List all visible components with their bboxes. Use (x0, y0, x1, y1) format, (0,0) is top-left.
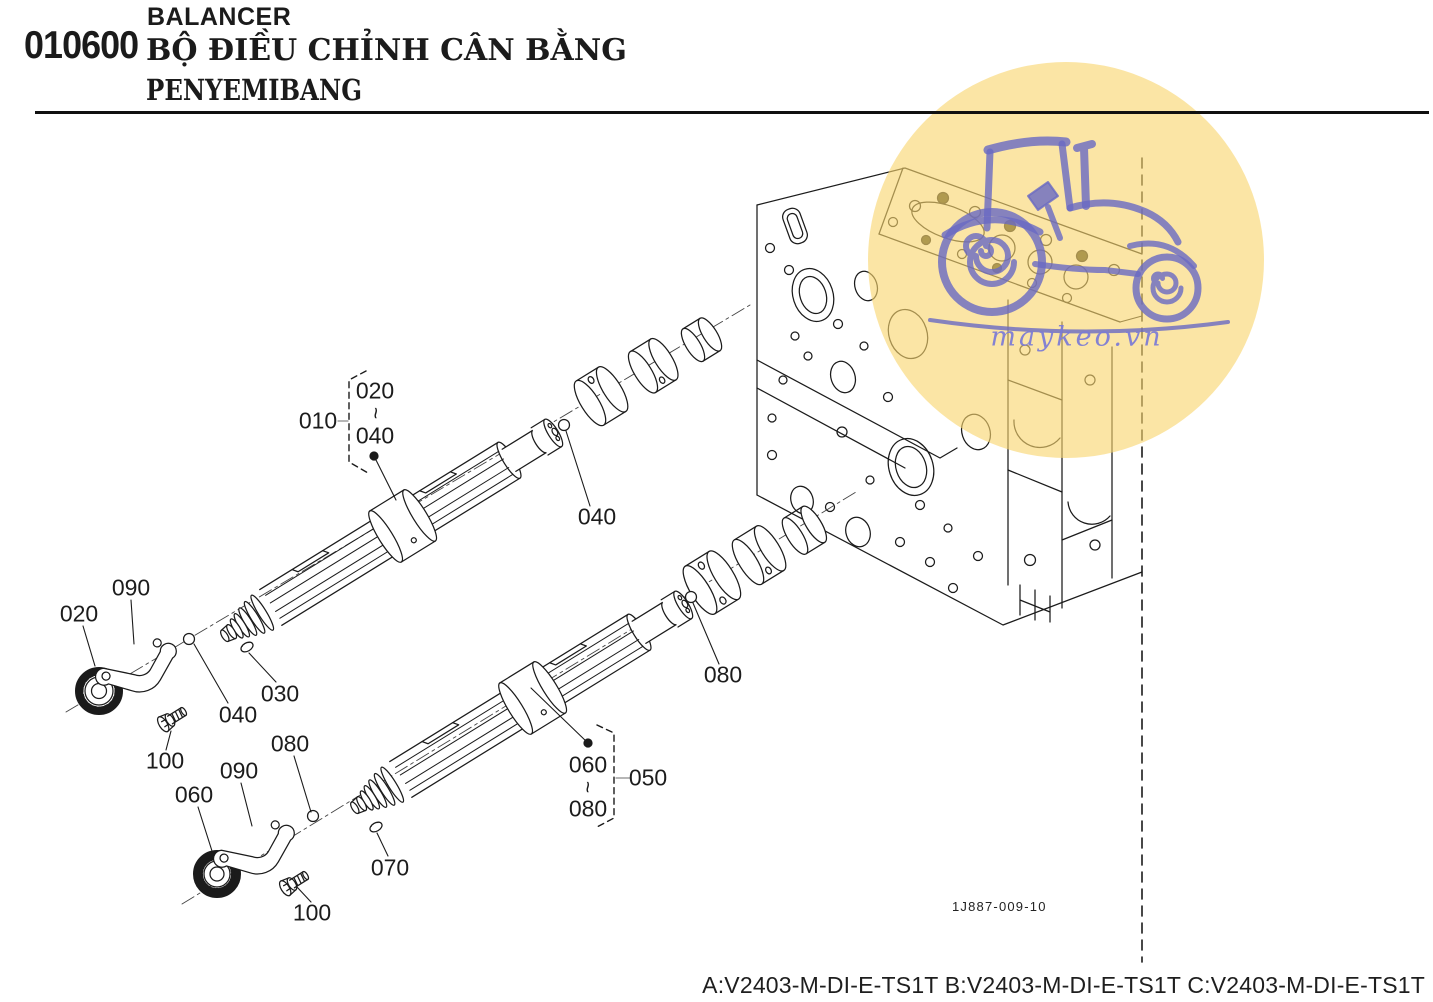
callout-tilde-1: ~ (363, 406, 387, 420)
group1-dot (369, 451, 379, 461)
balancer-shaft-1 (220, 418, 564, 643)
model-applicability: A:V2403-M-DI-E-TS1T B:V2403-M-DI-E-TS1T … (702, 972, 1425, 998)
key-070 (369, 821, 383, 833)
shaft2-bushings (682, 505, 828, 615)
ball-040-left (182, 632, 196, 646)
callout-050: 050 (628, 764, 668, 791)
balancer-shaft-2 (350, 590, 694, 815)
key-030 (240, 641, 254, 653)
ball-040-right (557, 418, 571, 432)
title-vietnamese: BỘ ĐIỀU CHỈNH CÂN BẰNG (146, 33, 627, 68)
title-malay: PENYEMIBANG (146, 73, 363, 107)
leader-lines (82, 430, 720, 903)
callout-090-a: 090 (111, 574, 151, 601)
ball-080-right (684, 590, 698, 604)
callout-080-right: 080 (703, 661, 743, 688)
bolt-100-a (156, 706, 188, 733)
callout-060: 060 (174, 781, 214, 808)
bolt-100-b (278, 870, 310, 897)
callout-060-range: 060 (568, 751, 608, 778)
callout-090-b: 090 (219, 757, 259, 784)
retainer-090-b (212, 820, 295, 875)
group2-dot (583, 738, 593, 748)
retainer-090-a (94, 638, 177, 693)
figure-code: 1J887-009-10 (952, 899, 1047, 914)
watermark-circle (868, 62, 1264, 458)
callout-100-b: 100 (292, 899, 332, 926)
title-english: BALANCER (147, 3, 292, 31)
callout-020: 020 (59, 600, 99, 627)
section-code: 010600 (24, 24, 139, 67)
callout-100-a: 100 (145, 747, 185, 774)
callout-tilde-2: ~ (575, 780, 599, 794)
watermark-text: maykeo.vn (990, 321, 1164, 353)
callout-040-range: 040 (355, 422, 395, 449)
callout-080-range: 080 (568, 795, 608, 822)
callout-040-left: 040 (218, 701, 258, 728)
callout-020-range: 020 (355, 377, 395, 404)
header-divider (35, 111, 1429, 114)
callout-080-left: 080 (270, 730, 310, 757)
ball-080-left (306, 809, 320, 823)
callout-010: 010 (298, 407, 338, 434)
callout-040-right: 040 (577, 503, 617, 530)
shaft1-bushings (573, 317, 723, 427)
watermark-tractor (928, 136, 1230, 334)
callout-030: 030 (260, 680, 300, 707)
callout-070: 070 (370, 854, 410, 881)
